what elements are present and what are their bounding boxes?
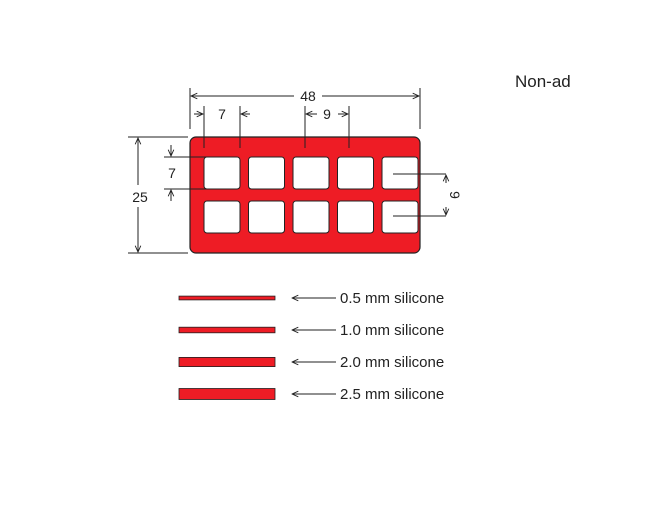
legend-label: 1.0 mm silicone [340, 322, 444, 339]
well [337, 200, 374, 234]
width-dimension: 48 [189, 88, 421, 129]
well [381, 200, 419, 234]
thickness-legend: 0.5 mm silicone 1.0 mm silicone 2.0 mm sil… [178, 290, 444, 403]
well-grid [203, 156, 419, 234]
legend-item: 0.5 mm silicone [178, 290, 444, 307]
legend-item: 2.5 mm silicone [178, 386, 444, 403]
silicone-plate [189, 136, 421, 254]
well-pitch-dimension: 9 [304, 106, 350, 148]
legend-thickness-bar [178, 356, 276, 367]
well-width-label: 7 [218, 106, 226, 122]
well [292, 156, 330, 190]
height-total-label: 25 [132, 189, 148, 205]
plate-body [189, 136, 421, 254]
well-height-dimension: 7 [164, 145, 208, 201]
well [292, 200, 330, 234]
legend-thickness-bar [178, 326, 276, 334]
well [248, 156, 285, 190]
well [203, 156, 241, 190]
row-pitch-dimension: 9 [393, 173, 463, 217]
diagram-title: Non-ad [515, 72, 571, 91]
well-pitch-label: 9 [323, 106, 331, 122]
row-pitch-label: 9 [447, 191, 463, 199]
well-height-label: 7 [168, 165, 176, 181]
legend-thickness-bar [178, 388, 276, 400]
well [337, 156, 374, 190]
well [381, 156, 419, 190]
legend-label: 2.5 mm silicone [340, 386, 444, 403]
well [248, 200, 285, 234]
legend-item: 1.0 mm silicone [178, 322, 444, 339]
legend-item: 2.0 mm silicone [178, 354, 444, 371]
legend-thickness-bar [178, 295, 276, 301]
legend-label: 0.5 mm silicone [340, 290, 444, 307]
well [203, 200, 241, 234]
legend-label: 2.0 mm silicone [340, 354, 444, 371]
well-width-dimension: 7 [194, 106, 250, 148]
width-total-label: 48 [300, 88, 316, 104]
height-dimension: 25 [128, 136, 188, 254]
